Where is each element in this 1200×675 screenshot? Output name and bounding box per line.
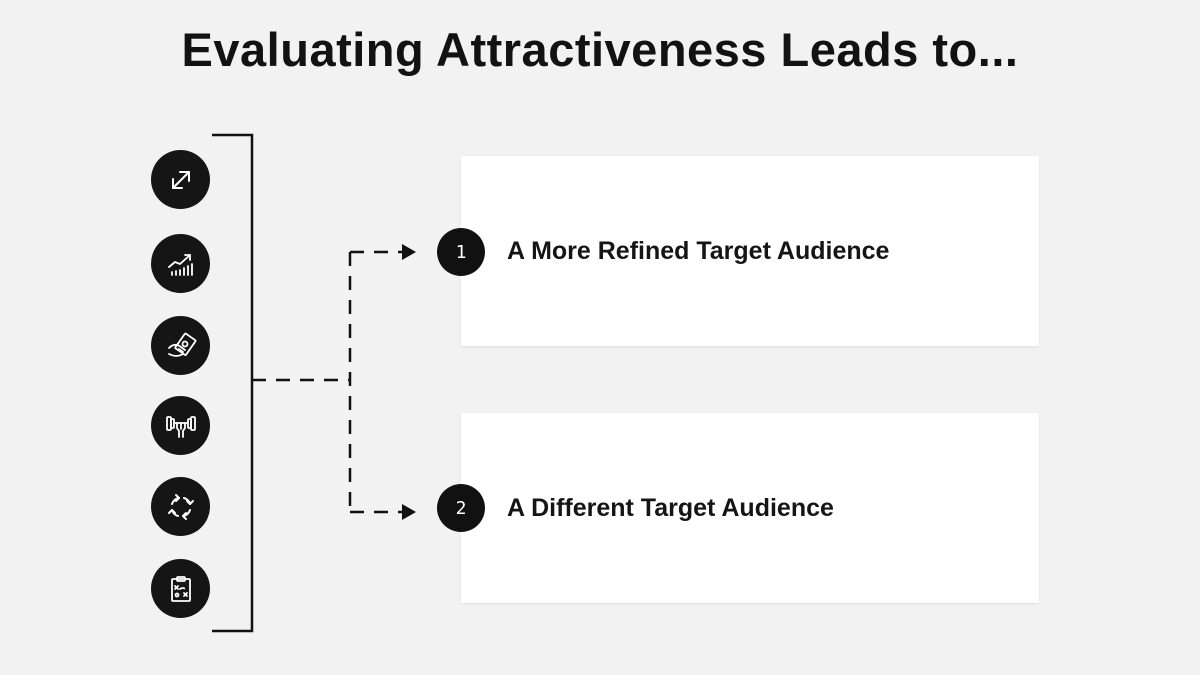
option-label-2: A Different Target Audience: [507, 494, 834, 522]
option-card-2: [461, 413, 1039, 603]
arrowhead-1: [402, 244, 416, 260]
expand-arrows-icon: [151, 150, 210, 209]
arrowhead-2: [402, 504, 416, 520]
page-title: Evaluating Attractiveness Leads to...: [181, 23, 1019, 76]
option-number-badge-1: 1: [437, 228, 485, 276]
icon-group-bracket: [212, 133, 254, 633]
option-label-1: A More Refined Target Audience: [507, 237, 890, 265]
option-card-1: [461, 156, 1039, 346]
money-hand-icon: [151, 316, 210, 375]
strategy-clipboard-icon: [151, 559, 210, 618]
option-number-badge-2: 2: [437, 484, 485, 532]
strength-dumbbell-icon: [151, 396, 210, 455]
cycle-arrows-icon: [151, 477, 210, 536]
growth-chart-icon: [151, 234, 210, 293]
